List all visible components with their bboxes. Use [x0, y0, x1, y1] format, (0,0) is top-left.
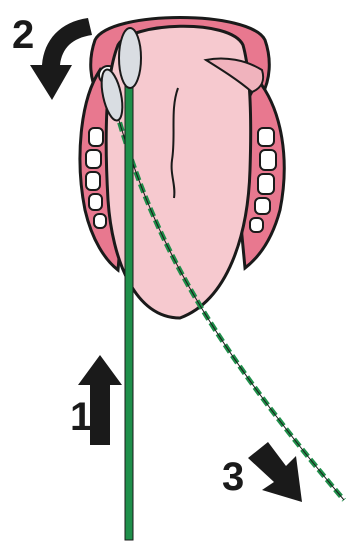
rotate-arrow-icon — [30, 18, 92, 100]
step-1: 1 — [70, 355, 122, 445]
step-3: 3 — [222, 442, 302, 502]
step-3-number: 3 — [222, 455, 244, 499]
swab-stick — [125, 70, 133, 540]
step-2-number: 2 — [12, 13, 34, 57]
step-2: 2 — [12, 13, 92, 100]
swab-tip — [119, 28, 141, 88]
arrow-down-right-icon — [248, 442, 302, 502]
step-1-number: 1 — [70, 395, 92, 439]
